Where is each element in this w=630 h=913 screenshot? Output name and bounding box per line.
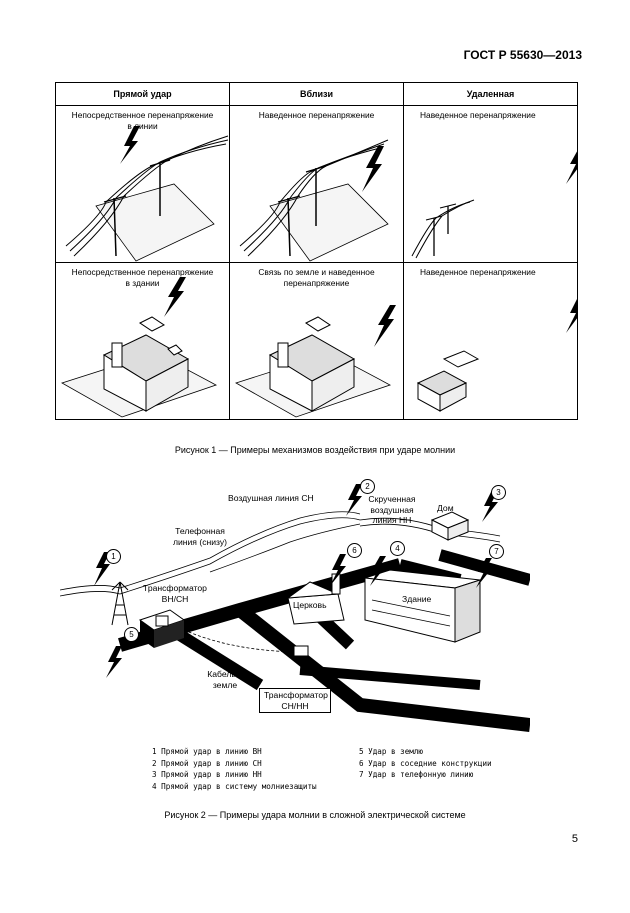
legend-item: 5 Удар в землю bbox=[359, 747, 424, 756]
lightning-icon bbox=[566, 297, 578, 333]
legend-item: 4 Прямой удар в систему молниезащиты bbox=[152, 781, 317, 791]
label-transformer-mv-lv: Трансформатор СН/НН bbox=[259, 688, 331, 713]
cell-remote-line: Наведенное перенапряжение bbox=[403, 105, 578, 263]
ground-cable bbox=[183, 629, 295, 653]
lightning-icon bbox=[164, 277, 186, 317]
caption-direct-building: Непосредственное перенапряжение в здании bbox=[71, 267, 214, 288]
figure2-caption: Рисунок 2 — Примеры удара молнии в сложн… bbox=[164, 810, 466, 820]
caption-nearby-building: Связь по земле и наведенное перенапряжен… bbox=[258, 267, 375, 288]
cell-remote-building: Наведенное перенапряжение bbox=[403, 262, 578, 420]
hv-pylon bbox=[111, 581, 129, 626]
column-header-nearby: Вблизи bbox=[229, 82, 404, 106]
caption-direct-line: Непосредственное перенапряжение в линии bbox=[71, 110, 214, 131]
caption-remote-line: Наведенное перенапряжение bbox=[420, 110, 536, 120]
label-building: Здание bbox=[402, 594, 432, 604]
building-strike-illustration bbox=[61, 277, 218, 418]
marker-7: 7 bbox=[489, 544, 504, 559]
column-header-remote: Удаленная bbox=[403, 82, 578, 106]
figure1-table: Прямой удар Вблизи Удаленная Непосредств… bbox=[55, 82, 578, 420]
power-system-illustration bbox=[60, 484, 530, 732]
page-number: 5 bbox=[571, 833, 578, 845]
legend-right: 5 Удар в землю 6 Удар в соседние констру… bbox=[359, 746, 492, 781]
house-icon bbox=[430, 511, 470, 541]
label-overhead-mv: Воздушная линия СН bbox=[228, 493, 314, 503]
label-transformer-hv-mv: Трансформатор ВН/СН bbox=[143, 583, 207, 604]
line-strike-illustration bbox=[65, 126, 229, 262]
caption-remote-building: Наведенное перенапряжение bbox=[420, 267, 536, 277]
nearby-strike-illustration bbox=[239, 139, 389, 262]
label-house: Дом bbox=[437, 503, 454, 513]
label-twisted-lv: Скрученная воздушная линия НН bbox=[368, 494, 416, 525]
marker-4: 4 bbox=[390, 541, 405, 556]
remote-strike-illustration bbox=[411, 149, 578, 259]
lightning-icon bbox=[120, 126, 140, 164]
legend-item: 3 Прямой удар в линию НН bbox=[152, 770, 262, 779]
cell-nearby-building: Связь по земле и наведенное перенапряжен… bbox=[229, 262, 404, 420]
caption-nearby-line: Наведенное перенапряжение bbox=[258, 110, 375, 120]
building-icon bbox=[364, 569, 481, 643]
label-church: Церковь bbox=[293, 600, 327, 610]
legend-item: 1 Прямой удар в линию ВН bbox=[152, 747, 262, 756]
remote-building-illustration bbox=[416, 297, 578, 412]
figure1-caption: Рисунок 1 — Примеры механизмов воздейств… bbox=[174, 445, 456, 455]
cell-nearby-line: Наведенное перенапряжение bbox=[229, 105, 404, 263]
label-phone-line: Телефонная линия (снизу) bbox=[172, 526, 228, 547]
transformer-mv-lv-icon bbox=[293, 645, 309, 657]
lightning-icon bbox=[374, 305, 396, 347]
lightning-icon bbox=[362, 146, 384, 192]
legend-item: 2 Прямой удар в линию СН bbox=[152, 758, 262, 768]
marker-5: 5 bbox=[124, 627, 139, 642]
legend-left: 1 Прямой удар в линию ВН 2 Прямой удар в… bbox=[152, 746, 317, 792]
standard-number: ГОСТ Р 55630—2013 bbox=[463, 48, 582, 62]
cell-direct-building: Непосредственное перенапряжение в здании bbox=[55, 262, 230, 420]
marker-2: 2 bbox=[360, 479, 375, 494]
column-header-direct: Прямой удар bbox=[55, 82, 230, 106]
legend-item: 6 Удар в соседние конструкции bbox=[359, 758, 492, 768]
marker-6: 6 bbox=[347, 543, 362, 558]
label-cable: Кабель в земле bbox=[207, 669, 243, 690]
legend-item: 7 Удар в телефонную линию bbox=[359, 770, 474, 779]
ground-coupling-illustration bbox=[235, 305, 396, 418]
transformer-hv-mv-icon bbox=[138, 609, 186, 648]
marker-1: 1 bbox=[106, 549, 121, 564]
church-icon bbox=[286, 573, 345, 625]
cell-direct-line: Непосредственное перенапряжение в линии bbox=[55, 105, 230, 263]
lightning-icon bbox=[566, 149, 578, 184]
marker-3: 3 bbox=[491, 485, 506, 500]
